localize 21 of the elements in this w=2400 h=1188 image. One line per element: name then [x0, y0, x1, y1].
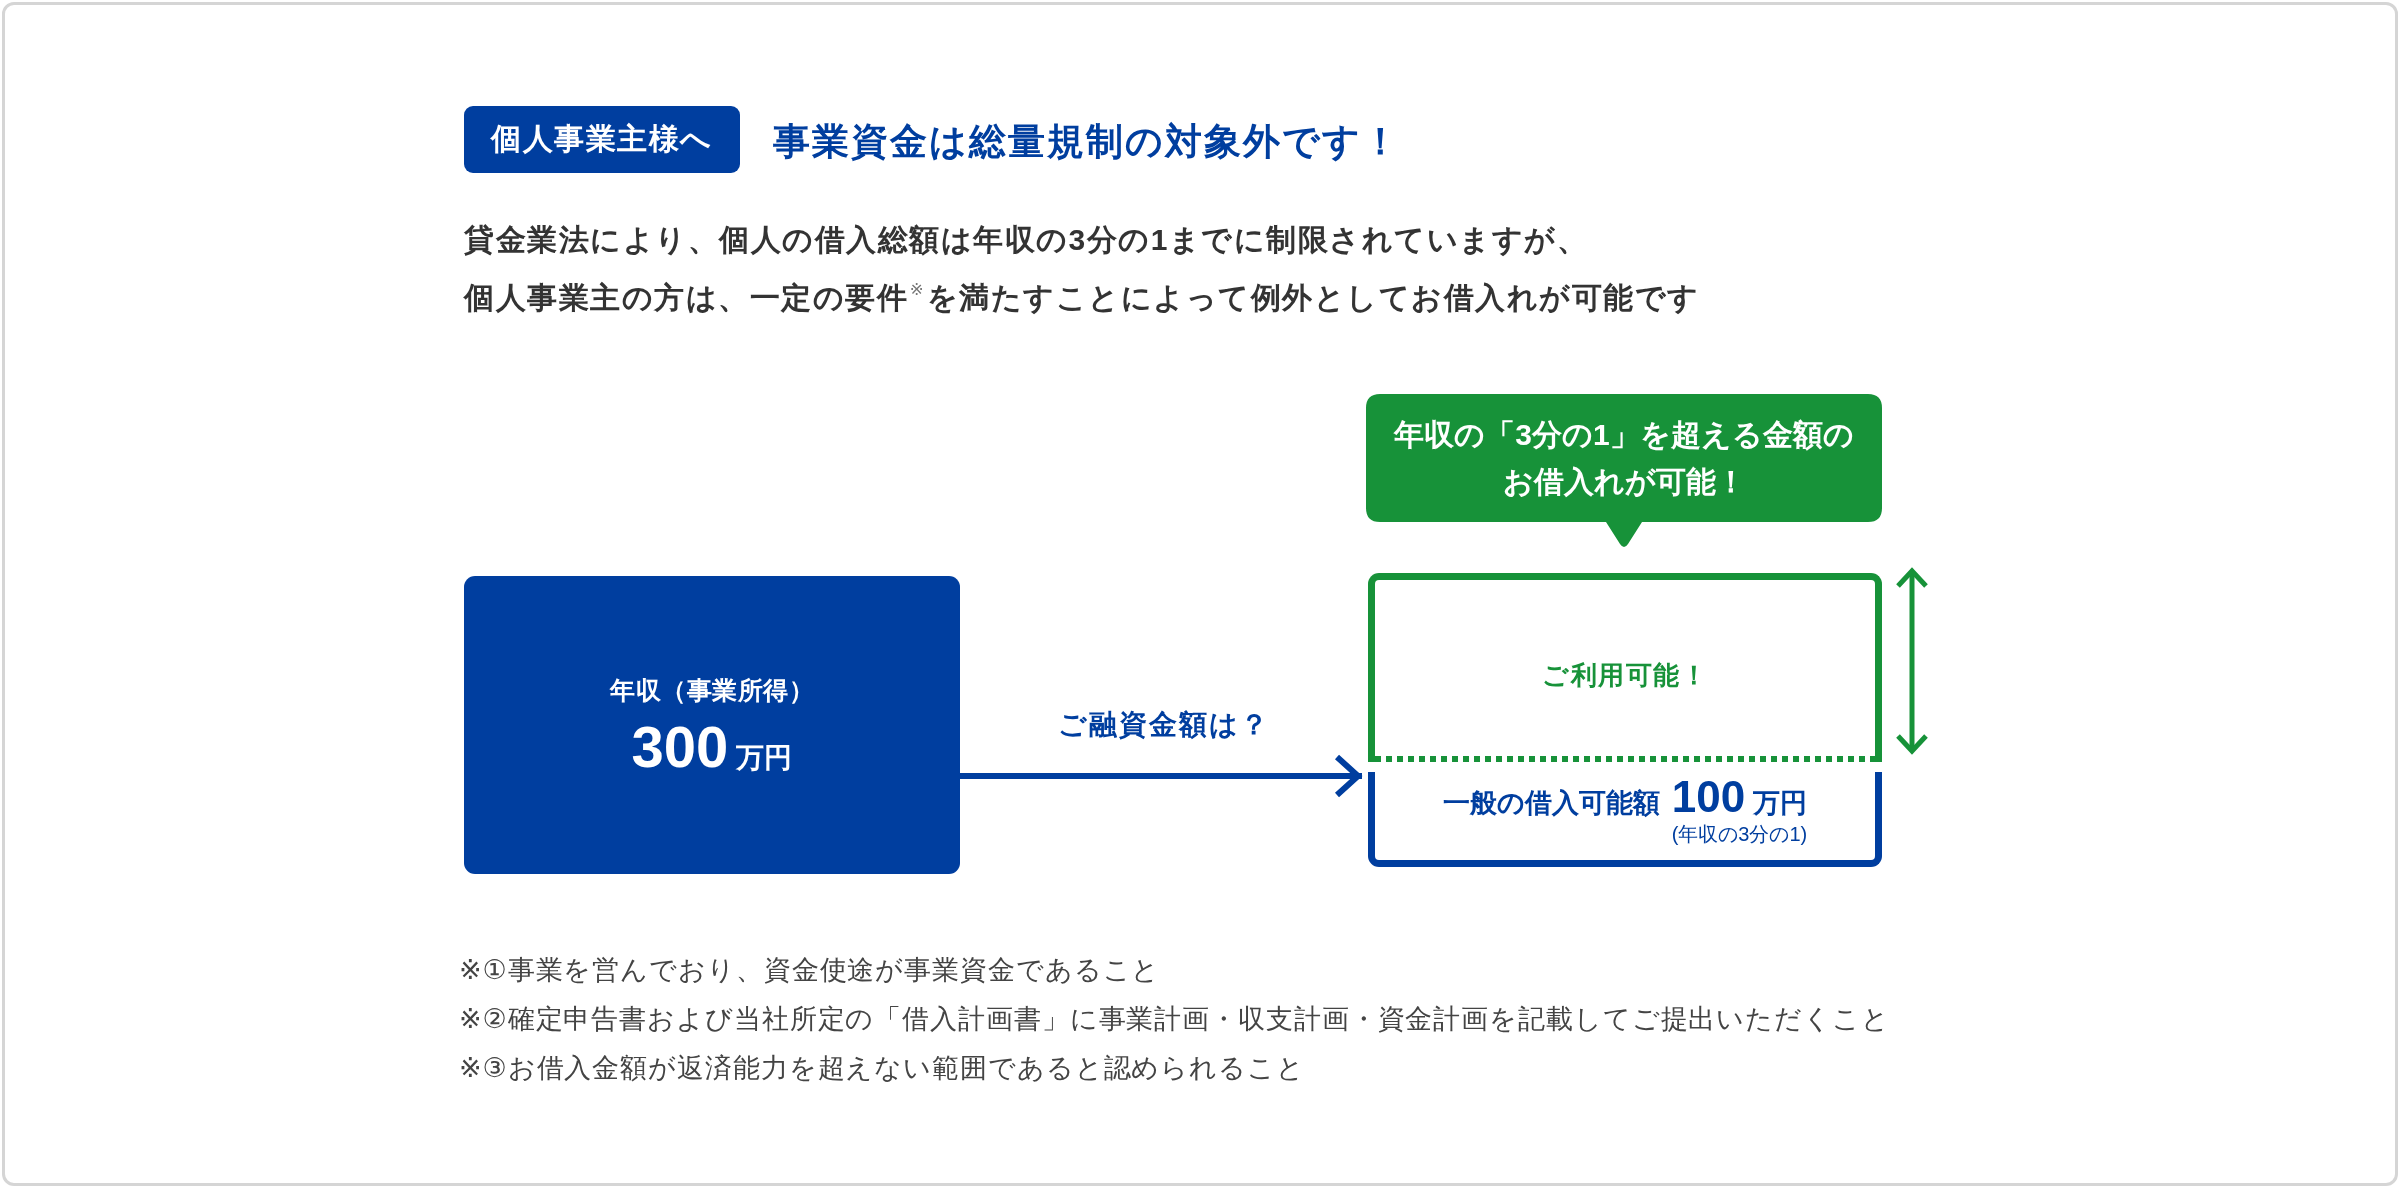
limit-label: 一般の借入可能額 [1442, 787, 1660, 820]
limit-note: (年収の3分の1) [1671, 822, 1808, 846]
income-box [464, 576, 960, 874]
intro-text: 個人事業主の方は、一定の要件$^{※}$を満たすことによって例外としてお借入れが可能です [464, 278, 1700, 316]
footnote: ※③お借入金額が返済能力を超えない範囲であると認められること [459, 1052, 1305, 1085]
audience-badge: 個人事業主様へ [464, 106, 740, 173]
callout-text: 年収の「3分の1」を超える金額のお借入れが可能！ [1392, 417, 1855, 500]
arrow [960, 754, 1362, 798]
intro-text: 貸金業法により、個人の借入総額は年収の3分の1までに制限されていますが、 [464, 222, 1589, 258]
footnote: ※②確定申告書および当社所定の「借入計画書」に事業計画・収支計画・資金計画を記載してご提出いただくこと [459, 1003, 1890, 1036]
amount-unit: 万円 [736, 742, 793, 774]
heading: 事業資金は総量規制の対象外です！ [773, 120, 1401, 164]
loan-limit-box [1368, 772, 1882, 867]
availability-label: ご利用可能！ [1542, 659, 1708, 692]
available-range-box [1368, 573, 1882, 762]
limit-number: 100 [1671, 774, 1746, 820]
footnote: ※①事業を営んでおり、資金使途が事業資金であること [459, 954, 1161, 987]
income-label: 年収（事業所得） [610, 675, 814, 706]
speech-bubble [1366, 394, 1882, 550]
amount-number: 300 [631, 717, 729, 777]
limit-unit: 万円 [1753, 788, 1808, 819]
